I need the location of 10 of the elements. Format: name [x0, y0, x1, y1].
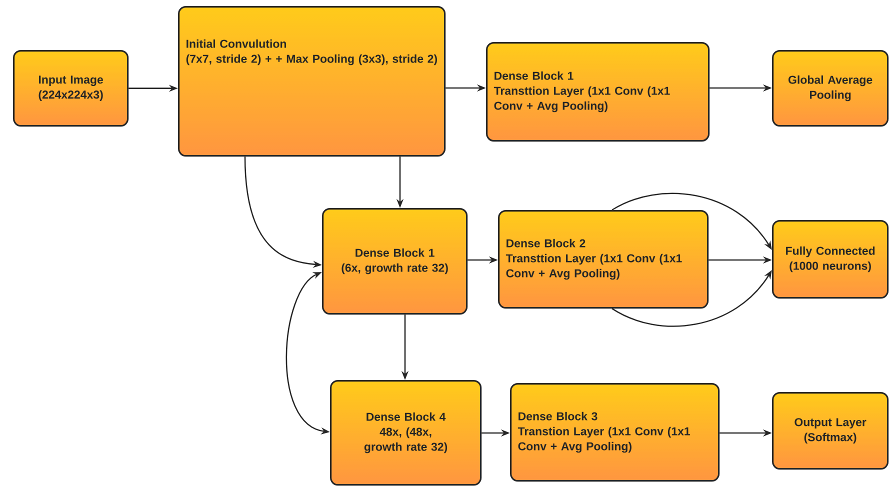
process-box: Dense Block 2 Transttion Layer (1x1 Conv (1x1 Conv + Avg Pooling): [498, 210, 709, 309]
process-box: Input Image (224x224x3): [13, 50, 129, 127]
process-box: Fully Connected (1000 neurons): [772, 220, 889, 299]
process-box: Dense Block 1 Transttion Layer (1x1 Conv (1x1 Conv + Avg Pooling): [486, 42, 710, 142]
process-box: Dense Block 3 Transtion Layer (1x1 Conv (1x1 Conv + Avg Pooling): [510, 383, 720, 482]
process-box: Initial Convulution (7x7, stride 2) + + Max Pooling (3x3), stride 2): [178, 6, 446, 157]
process-box: Global Average Pooling: [772, 50, 889, 127]
process-box: Output Layer (Softmax): [772, 392, 889, 470]
process-box: Dense Block 1 (6x, growth rate 32): [322, 208, 468, 315]
process-box: Dense Block 4 48x, (48x, growth rate 32): [330, 380, 482, 486]
